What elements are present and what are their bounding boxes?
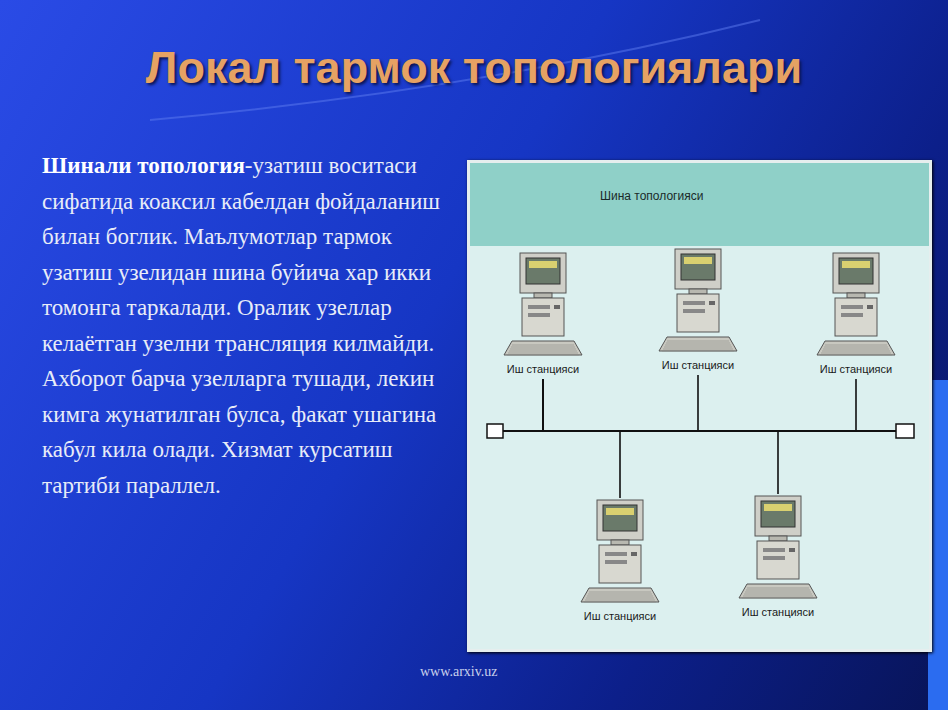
slide-title: Локал тармок топологиялари: [0, 42, 948, 94]
computer-icon: [811, 251, 901, 361]
term-bold: Шинали топология: [42, 153, 245, 178]
station-label: Иш станцияси: [633, 359, 763, 371]
bus-drop: [543, 379, 856, 431]
station-label: Иш станцияси: [478, 363, 608, 375]
header-band: [470, 163, 929, 246]
station-label: Иш станцияси: [791, 363, 921, 375]
definition-text: -узатиш воситаси сифатида коаксил кабелд…: [42, 153, 440, 498]
panel-heading: Шина топологияси: [600, 189, 703, 203]
connector-layer: [470, 163, 929, 649]
terminator: [896, 424, 914, 438]
workstation: Иш станцияси: [713, 494, 843, 618]
bus-drop: [543, 375, 698, 431]
workstation: Иш станцияси: [791, 251, 921, 375]
diagram-panel: Шина топологияси Иш станцияси Иш станцияси…: [467, 160, 932, 652]
watermark: www.arxiv.uz: [420, 664, 498, 680]
bus-drop: [543, 379, 620, 498]
workstation: Иш станцияси: [633, 247, 763, 371]
computer-icon: [575, 498, 665, 608]
station-label: Иш станцияси: [555, 610, 685, 622]
body-text: Шинали топология-узатиш воситаси сифатид…: [42, 148, 450, 503]
workstation: Иш станцияси: [555, 498, 685, 622]
terminator: [487, 424, 503, 438]
workstation: Иш станцияси: [478, 251, 608, 375]
computer-icon: [733, 494, 823, 604]
bus-drop: [543, 379, 778, 494]
computer-icon: [653, 247, 743, 357]
station-label: Иш станцияси: [713, 606, 843, 618]
computer-icon: [498, 251, 588, 361]
bus-cable: [470, 163, 929, 649]
